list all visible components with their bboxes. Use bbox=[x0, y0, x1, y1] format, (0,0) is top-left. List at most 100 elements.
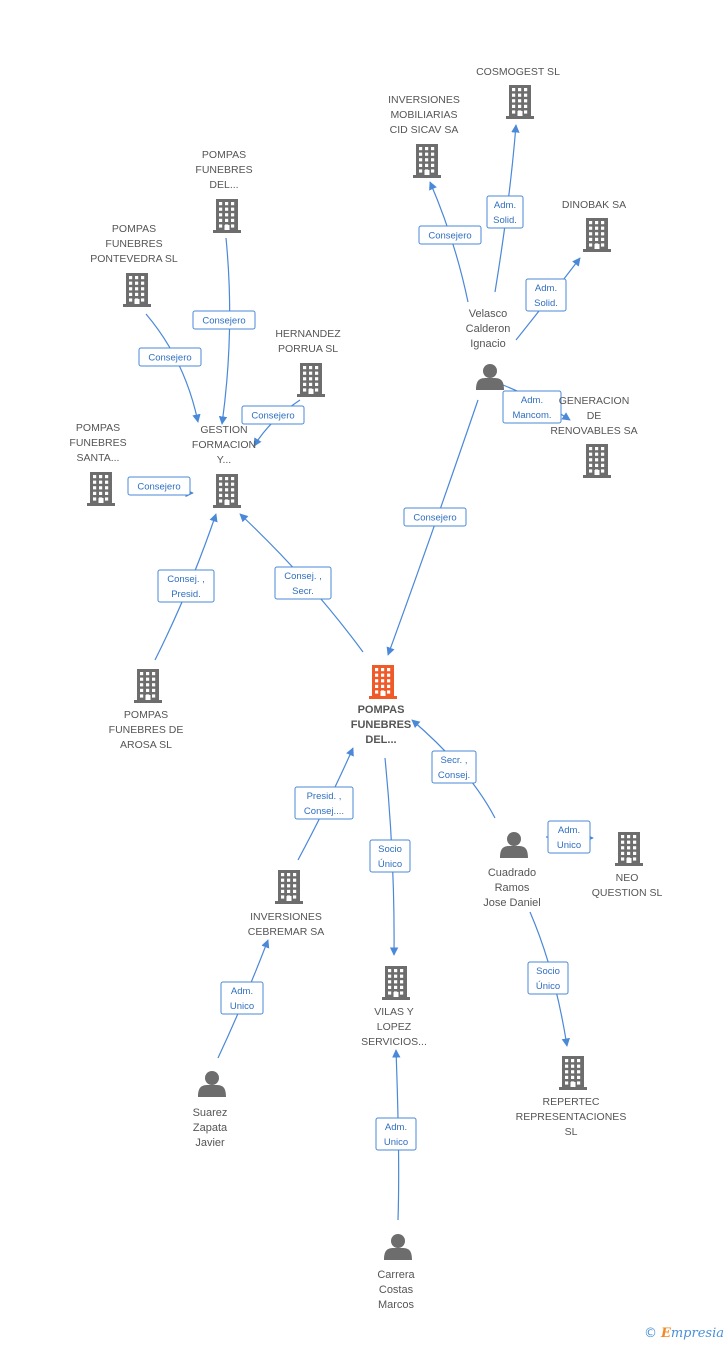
company-icon[interactable] bbox=[297, 363, 325, 397]
company-icon[interactable] bbox=[615, 832, 643, 866]
edge-suarez-inversiones_ceb: Adm.Unico bbox=[217, 939, 270, 1059]
edge-label[interactable]: Adm.Unico bbox=[375, 1117, 417, 1151]
edge-label[interactable]: Adm.Unico bbox=[220, 981, 264, 1015]
edge-label-text: Consejero bbox=[413, 513, 456, 524]
edge-label[interactable]: Consejero bbox=[127, 476, 191, 496]
edge-label-text: Unico bbox=[557, 840, 581, 851]
node-label: DEL... bbox=[365, 734, 396, 746]
edge-label[interactable]: Consejero bbox=[192, 310, 256, 330]
edge-focus-gestion: Consej. ,Secr. bbox=[239, 513, 364, 653]
edge-label-text: Solid. bbox=[493, 215, 517, 226]
node-cosmogest[interactable]: COSMOGEST SL bbox=[476, 66, 560, 119]
person-icon[interactable] bbox=[500, 832, 528, 858]
edge-label[interactable]: Consej. ,Presid. bbox=[157, 569, 215, 603]
node-label: SL bbox=[565, 1126, 578, 1138]
node-label: Marcos bbox=[378, 1299, 415, 1311]
node-label: Ignacio bbox=[470, 338, 505, 350]
node-dinobak[interactable]: DINOBAK SA bbox=[562, 199, 626, 252]
edge-label[interactable]: Consejero bbox=[241, 405, 305, 425]
edge-velasco-generacion: Adm.Mancom. bbox=[502, 384, 571, 424]
company-icon[interactable] bbox=[134, 669, 162, 703]
edge-label[interactable]: Consejero bbox=[403, 507, 467, 527]
edge-label-text: Consej. , bbox=[167, 574, 205, 585]
company-icon[interactable] bbox=[583, 218, 611, 252]
person-icon[interactable] bbox=[198, 1071, 226, 1097]
node-label: HERNANDEZ bbox=[275, 328, 341, 340]
node-label: Suarez bbox=[193, 1107, 228, 1119]
edge-label[interactable]: Presid. ,Consej.... bbox=[294, 786, 354, 820]
node-label: AROSA SL bbox=[120, 739, 172, 751]
edge-pompas_del2-gestion: Consejero bbox=[192, 237, 256, 425]
company-icon[interactable] bbox=[413, 144, 441, 178]
edge-label[interactable]: Adm. Solid. bbox=[525, 278, 567, 312]
edge-label-text: Consejero bbox=[137, 482, 180, 493]
node-label: Zapata bbox=[193, 1122, 228, 1134]
edge-line bbox=[386, 399, 479, 656]
node-label: POMPAS bbox=[76, 422, 120, 434]
edge-velasco-dinobak: Adm. Solid. bbox=[515, 257, 581, 341]
edge-label[interactable]: Adm.Mancom. bbox=[502, 390, 562, 424]
node-vilas[interactable]: VILAS YLOPEZSERVICIOS... bbox=[361, 966, 427, 1048]
node-label: INVERSIONES bbox=[250, 911, 322, 923]
node-gestion[interactable]: GESTIONFORMACIONY... bbox=[192, 424, 256, 508]
node-label: Ramos bbox=[495, 882, 530, 894]
company-icon[interactable] bbox=[213, 199, 241, 233]
person-icon[interactable] bbox=[384, 1234, 412, 1260]
node-label: FUNEBRES bbox=[195, 164, 252, 176]
edge-label-text: Consejero bbox=[148, 353, 191, 364]
edge-label[interactable]: Adm.Solid. bbox=[486, 195, 524, 229]
company-icon[interactable] bbox=[87, 472, 115, 506]
company-icon[interactable] bbox=[506, 85, 534, 119]
focus-company-icon[interactable] bbox=[369, 665, 397, 699]
edge-label-text: Unico bbox=[384, 1137, 408, 1148]
edge-pompas_pontevedra-gestion: Consejero bbox=[138, 313, 202, 423]
company-icon[interactable] bbox=[559, 1056, 587, 1090]
node-label: MOBILIARIAS bbox=[390, 109, 457, 121]
person-icon[interactable] bbox=[476, 364, 504, 390]
node-focus[interactable]: POMPASFUNEBRESDEL... bbox=[351, 665, 412, 746]
node-label: Y... bbox=[217, 454, 231, 466]
node-label: DEL... bbox=[209, 179, 238, 191]
company-icon[interactable] bbox=[382, 966, 410, 1000]
node-label: Cuadrado bbox=[488, 867, 536, 879]
node-pompas_del2[interactable]: POMPASFUNEBRESDEL... bbox=[195, 149, 253, 233]
edge-label[interactable]: Consejero bbox=[418, 225, 482, 245]
node-label: CEBREMAR SA bbox=[248, 926, 324, 938]
node-pompas_santa[interactable]: POMPASFUNEBRESSANTA... bbox=[69, 422, 127, 506]
company-icon[interactable] bbox=[583, 444, 611, 478]
edge-label[interactable]: Consej. ,Secr. bbox=[274, 566, 332, 600]
node-inversiones_ceb[interactable]: INVERSIONES CEBREMAR SA bbox=[248, 870, 324, 938]
node-repertec[interactable]: REPERTEC REPRESENTACIONES SL bbox=[516, 1056, 627, 1138]
company-icon[interactable] bbox=[123, 273, 151, 307]
node-label: REPRESENTACIONES bbox=[516, 1111, 627, 1123]
edge-cuadrado-focus: Secr. ,Consej. bbox=[411, 719, 496, 819]
edge-label-text: Único bbox=[536, 981, 560, 992]
edge-label-text: Solid. bbox=[534, 298, 558, 309]
edge-label[interactable]: Consejero bbox=[138, 347, 202, 367]
node-label: REPERTEC bbox=[543, 1096, 600, 1108]
edge-label[interactable]: Secr. ,Consej. bbox=[431, 750, 477, 784]
company-icon[interactable] bbox=[275, 870, 303, 904]
edge-label[interactable]: Adm.Unico bbox=[547, 820, 591, 854]
edge-label-text: Consej. bbox=[438, 770, 470, 781]
node-label: DINOBAK SA bbox=[562, 199, 626, 211]
edge-label-text: Socio bbox=[536, 966, 560, 977]
edge-velasco-focus: Consejero bbox=[386, 399, 479, 656]
node-label: COSMOGEST SL bbox=[476, 66, 560, 78]
company-icon[interactable] bbox=[213, 474, 241, 508]
edge-label-text: Adm. bbox=[535, 283, 557, 294]
